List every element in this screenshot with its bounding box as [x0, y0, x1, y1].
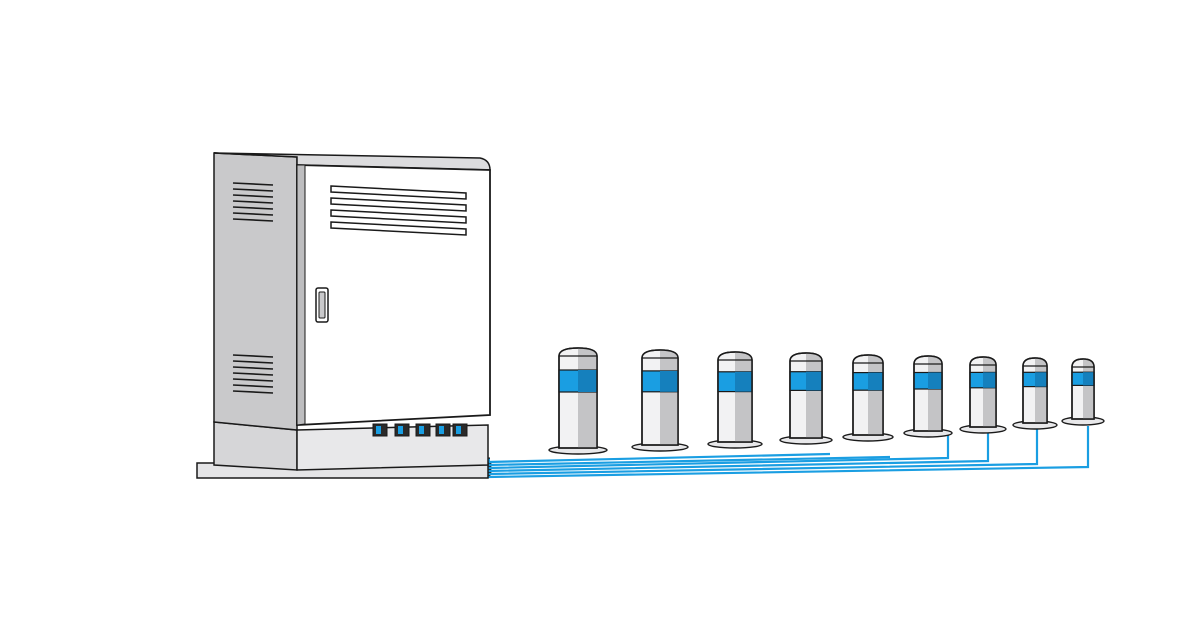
cabinet-side-panel: [213, 152, 298, 431]
bollard-3: [707, 351, 763, 449]
bollard-8: [1012, 357, 1058, 430]
bollard-outline: [969, 356, 997, 428]
cabinet-door-edge: [296, 164, 306, 426]
bollard-band-shade: [928, 372, 942, 389]
gland-highlight: [456, 426, 461, 434]
bollard-7: [959, 356, 1007, 434]
feed-line-1: [487, 426, 1090, 479]
bollard-band-shade: [983, 372, 996, 388]
bollard-band-shade: [806, 371, 822, 391]
gland-highlight: [439, 426, 444, 434]
gland-highlight: [419, 426, 424, 434]
side-vent-top: [232, 182, 274, 222]
bollard-shade: [868, 355, 883, 435]
bollard-outline: [1071, 358, 1095, 420]
bollard-shade: [1035, 358, 1047, 423]
electrical-cabinet: [196, 152, 491, 479]
bollard-band-shade: [735, 371, 752, 392]
bollard-outline: [913, 355, 943, 432]
cable-gland-2: [394, 423, 410, 437]
bollard-shade: [578, 348, 597, 448]
bollard-row: [548, 347, 1105, 455]
cable-gland-1: [372, 423, 388, 437]
feed-line-3: [487, 430, 990, 473]
front-vent-slots: [330, 185, 467, 236]
bollard-band-shade: [578, 370, 597, 392]
gland-highlight: [398, 426, 403, 434]
bollard-9: [1061, 358, 1105, 426]
cable-gland-3: [415, 423, 431, 437]
cable-glands: [372, 423, 468, 437]
feed-line-2: [487, 428, 1039, 476]
bollard-6: [903, 355, 953, 438]
feed-line-4: [487, 432, 950, 470]
bollard-band-shade: [1035, 372, 1047, 387]
bollard-1: [548, 347, 608, 455]
side-vent-bottom: [232, 354, 274, 394]
door-handle-icon: [315, 287, 329, 323]
bollard-outline: [1022, 357, 1048, 424]
bollard-shade: [983, 357, 996, 427]
bollard-4: [779, 352, 833, 445]
bollard-shade: [806, 353, 822, 438]
bollard-shade: [928, 356, 942, 431]
bollard-outline: [641, 349, 679, 446]
feed-line-6: [487, 452, 831, 464]
bollard-5: [842, 354, 894, 442]
bollard-shade: [735, 352, 752, 442]
bollard-outline: [717, 351, 753, 443]
bollard-shade: [1083, 359, 1094, 419]
cable-gland-5: [452, 423, 468, 437]
bollard-shade: [660, 350, 678, 445]
bollard-2: [631, 349, 689, 452]
bollard-band-shade: [868, 372, 883, 391]
bollard-band-shade: [660, 370, 678, 392]
gland-highlight: [376, 426, 381, 434]
cable-gland-4: [435, 423, 451, 437]
bollard-outline: [558, 347, 598, 449]
bollard-band-shade: [1083, 372, 1094, 386]
bollard-outline: [789, 352, 823, 439]
bollard-outline: [852, 354, 884, 436]
feed-line-5: [487, 455, 891, 467]
